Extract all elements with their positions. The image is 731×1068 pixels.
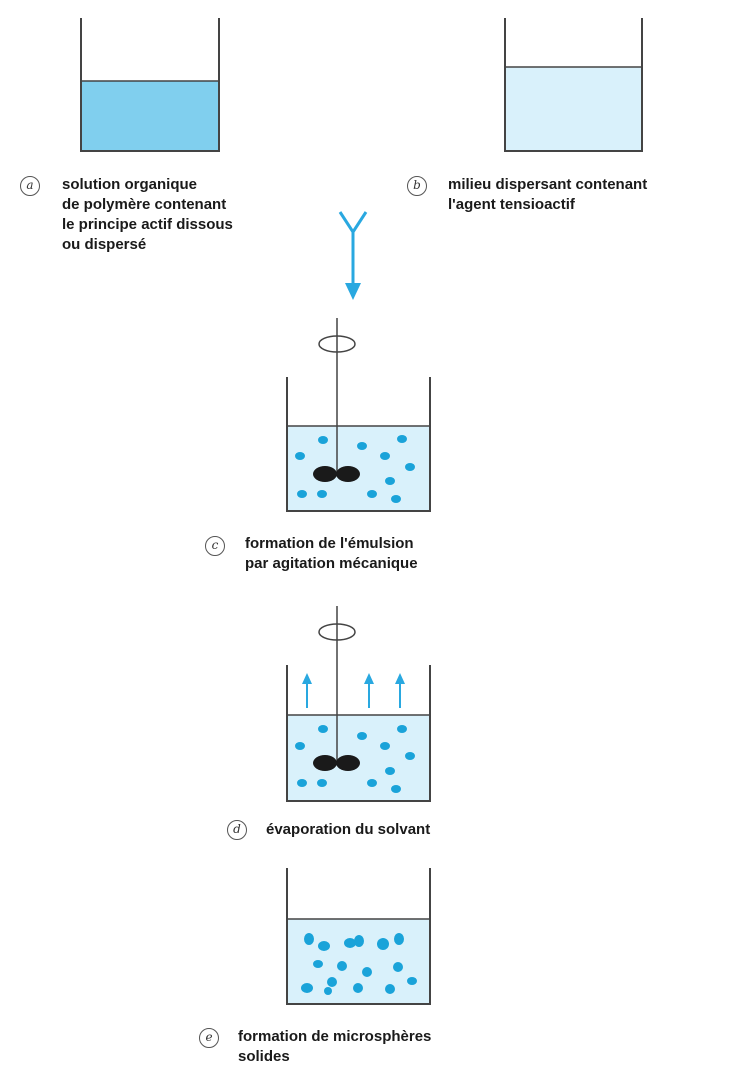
beaker-b-liquid	[505, 67, 642, 151]
beaker-a-liquid	[81, 81, 219, 151]
beaker-d-rotation-icon	[318, 623, 356, 641]
beaker-c-rotation-icon	[318, 335, 356, 353]
caption-d-line-1: évaporation du solvant	[266, 821, 431, 838]
beaker-a-outline	[80, 18, 220, 152]
merge-arrow-branches	[338, 211, 368, 235]
step-marker-b: b	[407, 176, 427, 196]
beaker-d-outline	[286, 665, 431, 802]
caption-a: solution organique de polymère contenant…	[62, 175, 233, 255]
caption-e: formation de microsphères solides	[238, 1027, 431, 1067]
beaker-a	[80, 18, 220, 152]
merge-arrow-head	[345, 283, 361, 300]
step-marker-c: c	[205, 536, 225, 556]
caption-a-line-4: ou dispersé	[62, 236, 147, 253]
beaker-d-blade-left	[313, 755, 337, 771]
merge-arrow	[338, 211, 368, 300]
beaker-c-droplets	[295, 435, 415, 503]
caption-e-line-2: solides	[238, 1048, 290, 1065]
caption-a-line-1: solution organique	[62, 176, 197, 193]
beaker-d-blade-right	[336, 755, 360, 771]
beaker-b	[504, 18, 643, 152]
caption-b-line-1: milieu dispersant contenant	[448, 176, 648, 193]
caption-d: évaporation du solvant	[266, 820, 430, 840]
step-marker-a: a	[20, 176, 40, 196]
caption-c: formation de l'émulsion par agitation mé…	[245, 534, 418, 574]
beaker-c	[286, 318, 431, 512]
step-marker-d: d	[227, 820, 247, 840]
caption-a-line-2: de polymère contenant	[62, 196, 227, 213]
caption-e-line-1: formation de microsphères	[238, 1028, 432, 1045]
beaker-e-microspheres	[301, 933, 417, 995]
beaker-c-blade-right	[336, 466, 360, 482]
beaker-b-outline	[504, 18, 643, 152]
caption-b: milieu dispersant contenant l'agent tens…	[448, 175, 647, 215]
beaker-d-droplets	[295, 725, 415, 793]
caption-c-line-2: par agitation mécanique	[245, 555, 418, 572]
caption-c-line-1: formation de l'émulsion	[245, 535, 414, 552]
step-marker-e: e	[199, 1028, 219, 1048]
beaker-c-blade-left	[313, 466, 337, 482]
caption-a-line-3: le principe actif dissous	[62, 216, 233, 233]
beaker-e-outline	[286, 868, 431, 1005]
beaker-d	[286, 606, 431, 802]
caption-b-line-2: l'agent tensioactif	[448, 196, 575, 213]
evaporation-arrows	[302, 673, 405, 708]
beaker-e	[286, 868, 431, 1005]
beaker-c-outline	[286, 377, 431, 512]
